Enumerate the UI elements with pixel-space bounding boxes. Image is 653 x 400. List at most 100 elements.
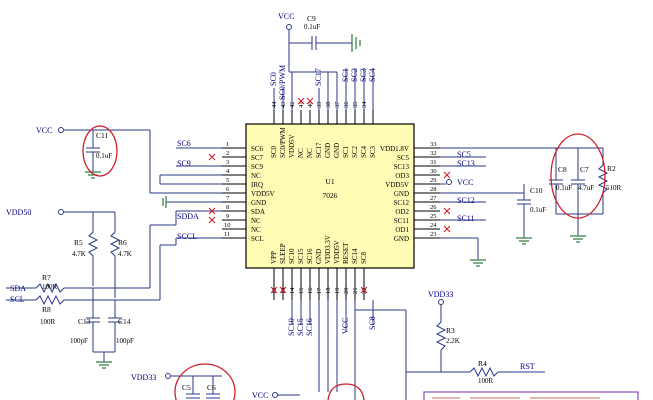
svg-text:11: 11 — [224, 231, 230, 238]
svg-text:OD3: OD3 — [395, 172, 409, 180]
svg-text:23: 23 — [430, 231, 437, 238]
net-label-vdd33-bottom: VDD33 — [131, 373, 156, 382]
svg-text:0.1uF: 0.1uF — [530, 206, 546, 214]
svg-text:R7: R7 — [42, 273, 51, 282]
svg-text:1: 1 — [226, 141, 229, 148]
bottom-vdd33-section: VDD33 C5 C6 VCC — [131, 363, 365, 400]
c11-ref: C11 — [96, 131, 108, 140]
svg-text:SC4: SC4 — [360, 145, 368, 158]
net-label-vcc-bottom: VCC — [252, 391, 268, 400]
svg-text:33: 33 — [430, 141, 437, 148]
chip-bottom-pin-labels: VPP SLEEP SC10 SC15 SC16 GND VDD3.3V VDD… — [270, 235, 368, 294]
svg-text:SC1: SC1 — [342, 145, 350, 158]
net-label-sc9: SC9 — [177, 159, 191, 168]
net-label-sdda: SDDA — [177, 212, 199, 221]
svg-text:40: 40 — [307, 102, 314, 109]
highlight-ellipse-c8-c7 — [550, 133, 606, 219]
svg-text:41: 41 — [298, 102, 305, 109]
net-label-sccl: SCCL — [177, 232, 197, 241]
chip-right-pin-labels: VDD1.8V SC5 SC13 OD3 VDD5V GND SC12 OD2 … — [380, 141, 437, 243]
svg-text:100R: 100R — [40, 318, 56, 326]
right-net-wires: SC5 SC13 VCC C10 0.1uF SC12 SC11 — [440, 147, 546, 267]
svg-text:RESET: RESET — [342, 242, 350, 264]
net-label-vdd33: VDD33 — [428, 290, 453, 299]
svg-text:GND: GND — [333, 143, 341, 158]
highlight-ellipse-c11 — [82, 125, 118, 177]
svg-text:SC11: SC11 — [394, 217, 410, 225]
svg-text:SC1: SC1 — [341, 68, 350, 82]
svg-text:31: 31 — [430, 159, 437, 166]
svg-text:R4: R4 — [478, 359, 487, 368]
svg-text:GND: GND — [324, 143, 332, 158]
svg-text:IRQ: IRQ — [251, 181, 263, 189]
svg-text:SDA: SDA — [251, 208, 265, 216]
svg-text:VDD5V: VDD5V — [333, 240, 341, 264]
svg-text:SC10: SC10 — [288, 248, 296, 264]
svg-text:SC17: SC17 — [314, 68, 323, 86]
svg-text:VDD1.8V: VDD1.8V — [380, 145, 409, 153]
svg-text:18: 18 — [325, 288, 332, 295]
svg-text:SC12: SC12 — [393, 199, 409, 207]
c11-value: 0.1uF — [96, 152, 112, 160]
svg-text:GND: GND — [315, 249, 323, 264]
svg-text:15: 15 — [298, 288, 305, 295]
net-label-sc11: SC11 — [457, 214, 475, 223]
svg-text:OD2: OD2 — [395, 208, 409, 216]
svg-text:4.7uF: 4.7uF — [578, 184, 594, 192]
svg-text:SC6: SC6 — [251, 145, 264, 153]
bottom-net-wires: SC10 SC15 SC16 VCC SC8 — [270, 286, 377, 400]
top-no-connect-marks — [297, 97, 314, 105]
svg-text:17: 17 — [316, 287, 323, 294]
net-label-sc13: SC13 — [457, 159, 475, 168]
svg-text:SC7: SC7 — [251, 154, 264, 162]
net-label-rst: RST — [520, 362, 535, 371]
highlight-arc-bottom — [327, 383, 365, 400]
svg-text:SC0/PWM: SC0/PWM — [279, 126, 287, 158]
svg-text:NC: NC — [251, 226, 261, 234]
c9-ref: C9 — [307, 14, 316, 23]
svg-text:SC3: SC3 — [369, 145, 377, 158]
svg-text:14: 14 — [289, 287, 296, 294]
svg-text:100pF: 100pF — [116, 337, 134, 345]
svg-text:C5: C5 — [182, 383, 191, 392]
svg-text:VDD3.3V: VDD3.3V — [324, 235, 332, 264]
svg-text:R6: R6 — [118, 238, 127, 247]
svg-text:SC10: SC10 — [287, 318, 296, 336]
svg-text:VDD5V: VDD5V — [288, 134, 296, 158]
svg-text:6: 6 — [226, 186, 230, 193]
right-c8-c7-r2-section: C8 0.1uF C7 4.7uF R2 510R — [545, 133, 622, 243]
reset-section: VDD33 R3 2.2K R4 100R RST — [355, 290, 545, 400]
chip-left-pin-labels: 1 2 3 4 5 6 7 8 9 10 11 SC6 SC7 SC9 NC I… — [224, 141, 275, 243]
svg-text:20: 20 — [343, 288, 350, 295]
chip-u1-body — [245, 123, 415, 269]
svg-text:SC2: SC2 — [351, 145, 359, 158]
svg-text:28: 28 — [430, 186, 437, 193]
svg-text:VDD5V: VDD5V — [385, 181, 409, 189]
svg-text:SC17: SC17 — [315, 142, 323, 158]
svg-text:24: 24 — [430, 222, 437, 229]
svg-text:R8: R8 — [42, 305, 51, 314]
svg-text:0.1uF: 0.1uF — [556, 184, 572, 192]
svg-text:SC9: SC9 — [251, 163, 264, 171]
svg-text:SC3: SC3 — [359, 68, 368, 82]
svg-text:OD1: OD1 — [395, 226, 409, 234]
svg-text:C10: C10 — [530, 186, 543, 195]
chip-top-pins — [273, 110, 374, 124]
annotation-box — [423, 391, 639, 400]
svg-text:C13: C13 — [78, 317, 91, 326]
net-label-vdd50: VDD50 — [6, 208, 31, 217]
svg-text:27: 27 — [430, 195, 437, 202]
svg-text:NC: NC — [306, 148, 314, 158]
svg-text:SC0: SC0 — [269, 72, 278, 86]
svg-text:NC: NC — [251, 217, 261, 225]
svg-text:5: 5 — [226, 177, 229, 184]
svg-text:100R: 100R — [478, 377, 494, 385]
svg-text:19: 19 — [334, 288, 341, 295]
svg-text:2.2K: 2.2K — [446, 337, 460, 345]
svg-text:4.7K: 4.7K — [118, 250, 132, 258]
svg-text:3: 3 — [226, 159, 229, 166]
svg-text:NC: NC — [251, 172, 261, 180]
left-net-wires: SC6 SC9 SDDA SCCL — [159, 139, 222, 241]
left-vcc-c11-section: VCC C11 0.1uF — [36, 125, 222, 194]
chip-ref: U1 — [325, 177, 334, 186]
